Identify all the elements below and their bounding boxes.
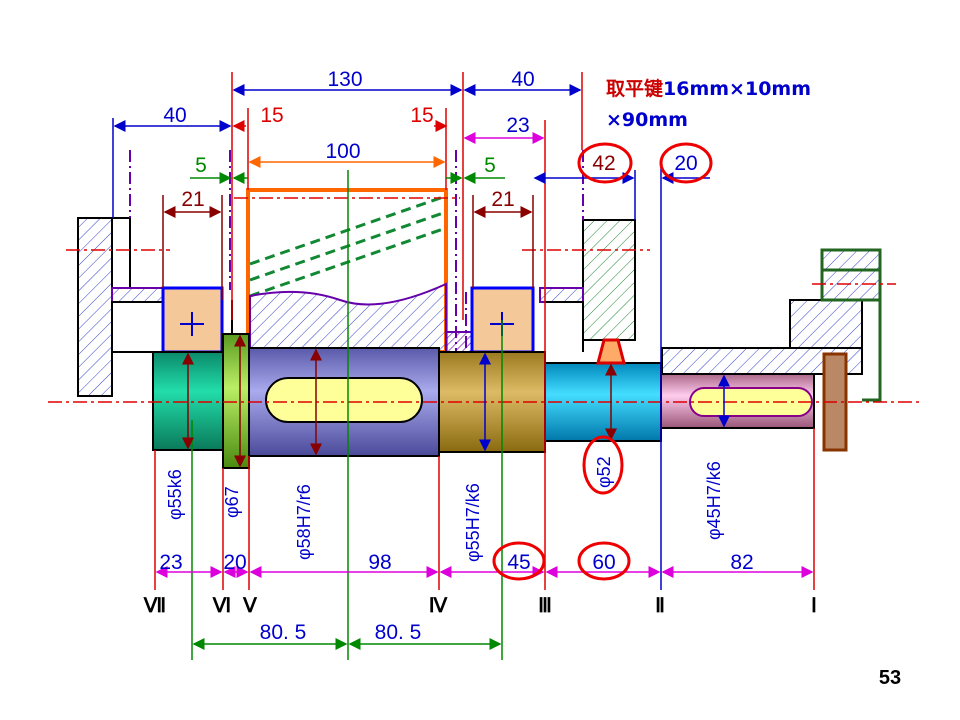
left-bearing [161,286,224,354]
dim-23-top: 23 [506,114,529,137]
section-ii: Ⅱ [655,595,665,617]
note-length: ×90mm [606,109,688,131]
dim-98: 98 [368,551,391,574]
left-housing [77,217,165,397]
key-note: 取平键16mm×10mm ×90mm [606,77,811,131]
dim-40-right: 40 [511,68,534,91]
dim-5-left: 5 [195,154,207,177]
circle-20 [659,142,713,184]
right-housing [539,150,636,352]
section-v: Ⅴ [242,595,258,617]
section-vii: Ⅶ [143,595,166,617]
dim-15-right: 15 [410,104,433,127]
bottom-dimension-lines [155,566,814,650]
dim-23-bottom: 23 [159,551,182,574]
label-phi52: φ52 [594,456,614,488]
label-phi45: φ45H7/k6 [704,461,724,540]
key-block [445,331,473,353]
left-frame-line [129,150,231,290]
label-phi67: φ67 [222,486,242,518]
circle-45 [492,541,546,581]
label-phi55h7: φ55H7/k6 [463,483,483,562]
circle-42 [577,142,633,184]
circle-phi52 [582,435,624,495]
dim-15-left: 15 [260,104,283,127]
keyway [265,377,423,423]
section-vi: Ⅵ [212,595,231,617]
label-phi55k6: φ55k6 [165,469,185,520]
dim-82: 82 [730,551,753,574]
coupling [661,248,882,452]
note-size: 16mm×10mm [663,78,811,100]
page-number: 53 [879,667,901,689]
dim-42: 42 [592,152,615,175]
section-i: Ⅰ [811,595,817,617]
dim-80-5-right: 80. 5 [375,621,422,644]
highlight-circles [492,142,713,581]
dim-21-right: 21 [491,188,514,211]
extension-lines [112,72,815,660]
label-phi58: φ58H7/r6 [294,484,314,560]
circle-60 [577,541,631,581]
section-iii: Ⅲ [538,595,552,617]
section-iv: Ⅳ [429,595,448,617]
dim-5-right: 5 [484,154,496,177]
dim-100: 100 [325,140,360,163]
note-cn: 取平键 [606,77,663,100]
dim-45: 45 [507,551,530,574]
dim-20: 20 [674,152,697,175]
dim-40-left: 40 [163,104,186,127]
shaft-collar-vi [222,333,250,469]
section-markers: Ⅶ Ⅵ Ⅴ Ⅳ Ⅲ Ⅱ Ⅰ [143,595,817,617]
svg-text:取平键16mm×10mm: 取平键16mm×10mm [606,77,811,100]
top-dimension-lines [113,84,710,218]
dim-60: 60 [592,551,615,574]
diameter-labels: φ55k6 φ67 φ58H7/r6 φ55H7/k6 φ52 φ45H7/k6 [165,456,724,562]
seal [596,338,626,365]
dim-20-bottom: 20 [223,551,246,574]
bottom-labels: 23 20 98 45 60 82 80. 5 80. 5 [159,551,753,644]
dim-80-5-left: 80. 5 [260,621,307,644]
top-labels: 130 40 40 15 15 23 100 5 5 42 20 21 21 [163,68,697,211]
diameter-lines [182,334,730,468]
dim-130: 130 [327,68,362,91]
dim-21-left: 21 [181,188,204,211]
